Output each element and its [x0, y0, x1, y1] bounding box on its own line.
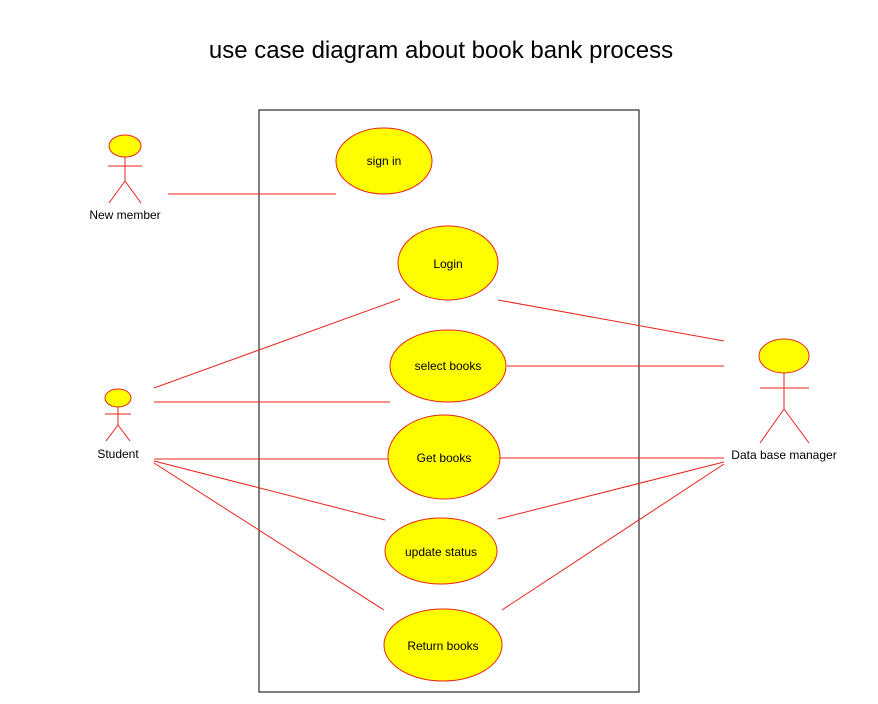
assoc-student-login [153, 298, 401, 389]
actor-label-db-manager: Data base manager [731, 448, 836, 462]
use-case-label: Get books [417, 451, 472, 465]
assoc-student-returnbooks [153, 462, 385, 611]
actor-db-manager [758, 338, 810, 444]
assoc-dbmanager-updatestatus [497, 461, 725, 520]
system-boundary [258, 109, 640, 693]
use-case-label: Login [433, 257, 462, 271]
use-case-update-status: update status [384, 517, 498, 585]
use-case-get-books: Get books [387, 414, 501, 500]
use-case-return-books: Return books [383, 608, 503, 682]
assoc-student-updatestatus [153, 460, 386, 521]
assoc-dbmanager-returnbooks [501, 463, 725, 611]
diagram-title: use case diagram about book bank process [209, 37, 673, 64]
use-case-sign-in: sign in [335, 127, 433, 195]
use-case-label: sign in [367, 154, 402, 168]
actor-label-new-member: New member [89, 208, 160, 222]
use-case-select-books: select books [389, 329, 507, 403]
use-case-label: update status [405, 545, 477, 559]
actor-head-icon [108, 134, 142, 158]
actor-label-student: Student [97, 447, 139, 461]
use-case-label: select books [415, 359, 482, 373]
actor-head-icon [104, 388, 132, 408]
use-case-login: Login [397, 225, 499, 301]
use-case-label: Return books [407, 639, 478, 653]
actor-new-member [108, 134, 142, 204]
actor-head-icon [758, 338, 810, 374]
assoc-dbmanager-login [497, 299, 725, 342]
association-lines [153, 193, 725, 611]
actor-student [104, 388, 132, 442]
